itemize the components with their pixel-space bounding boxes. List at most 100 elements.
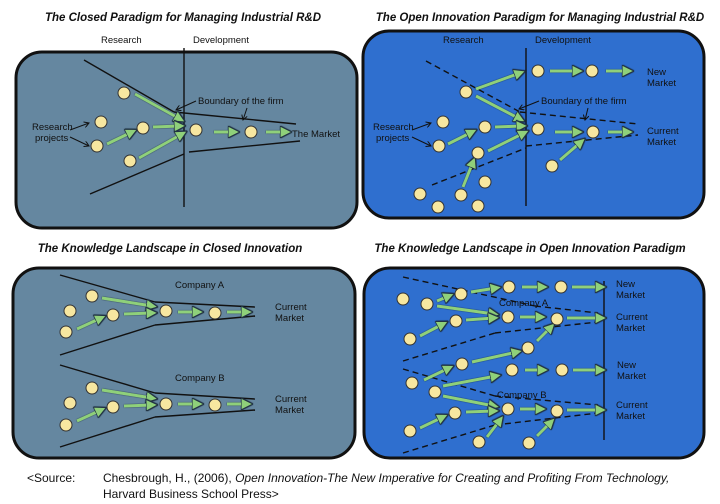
project-node [478,175,492,189]
project-node [208,306,222,320]
source-prefix: <Source: [27,471,75,485]
project-node [505,363,519,377]
boundary-line [154,392,256,400]
boundary-line [188,140,301,153]
project-node [550,312,564,326]
current-market-label: Current [616,400,648,411]
project-node [521,341,535,355]
pointer-arrow [411,136,431,146]
project-node [471,146,485,160]
pointer-arrow [176,100,197,110]
pointer-arrow [411,123,431,131]
current-market-label-2: Market [616,411,645,422]
project-node [472,435,486,449]
current-market-label: Current [647,126,679,137]
closed-rd-title: The Closed Paradigm for Managing Industr… [45,12,321,24]
research-projects-label-2: projects [35,133,69,144]
flow-arrow [475,73,520,91]
new-market-label: New [617,360,636,371]
project-node [522,436,536,450]
flow-arrow [123,313,152,314]
project-node [189,123,203,137]
flow-arrow [535,422,551,438]
boundary-line [154,409,256,418]
current-market-label-2: Market [275,313,304,324]
project-node [90,139,104,153]
flow-arrow [470,288,496,292]
project-node [117,86,131,100]
project-node [448,406,462,420]
project-nodes [59,64,600,450]
boundary-line [59,364,156,394]
source-author: Chesbrough, H., (2006), [103,471,235,485]
pointer-arrow [585,107,588,120]
flow-arrow [134,92,180,119]
dashed-boundary-line [402,424,496,454]
project-node [396,292,410,306]
project-node [420,297,434,311]
company-a-label: Company A [175,280,225,291]
flow-arrow [76,410,101,423]
project-node [531,64,545,78]
boundary-line [59,324,156,356]
project-node [554,280,568,294]
flow-arrow [487,133,524,153]
flow-arrow [101,296,152,306]
boundary-label: Boundary of the firm [198,96,284,107]
project-node [59,418,73,432]
project-node [502,280,516,294]
current-market-label: Current [616,312,648,323]
flow-arrow [442,394,494,406]
source-citation: Chesbrough, H., (2006), Open Innovation-… [103,471,669,485]
boundary-line [59,416,156,448]
boundary-line [154,315,256,326]
company-b-label: Company B [175,373,225,384]
research-label: Research [443,35,484,46]
source-book: Open Innovation-The New Imperative for C… [235,471,669,485]
project-node [501,402,515,416]
project-node [550,404,564,418]
project-node [405,376,419,390]
project-node [94,115,108,129]
research-projects-label: Research [373,122,414,133]
flow-arrow [152,126,180,127]
research-projects-label-2: projects [376,133,410,144]
flow-arrow [442,376,496,388]
new-market-label: New [647,67,666,78]
project-node [106,308,120,322]
project-node [454,188,468,202]
development-label: Development [535,35,591,46]
market-label: The Market [292,129,340,140]
flow-arrow [101,388,152,398]
new-market-label: New [616,279,635,290]
pointer-arrow [243,107,248,120]
research-label: Research [101,35,142,46]
flow-arrow [559,142,581,162]
open-rd-title: The Open Innovation Paradigm for Managin… [376,12,704,24]
project-node [432,139,446,153]
current-market-label-2: Market [647,137,676,148]
flow-arrow [465,411,494,412]
current-market-label: Current [275,394,307,405]
company-b-label: Company B [497,390,547,401]
project-node [471,199,485,213]
flow-arrow [485,420,500,438]
flow-arrow [76,318,101,331]
project-node [555,363,569,377]
new-market-label-2: Market [616,290,645,301]
current-market-label-2: Market [275,405,304,416]
boundary-line [173,111,297,125]
flow-arrow [436,304,494,314]
dashed-boundary-line [525,134,639,147]
project-node [106,400,120,414]
new-market-label-2: Market [647,78,676,89]
project-node [545,159,559,173]
dashed-boundary-line [494,395,599,406]
project-node [585,64,599,78]
closed-landscape-title: The Knowledge Landscape in Closed Innova… [38,243,303,255]
flow-arrows [76,71,628,438]
project-node [449,314,463,328]
dashed-boundary-line [425,60,521,113]
project-node [459,85,473,99]
